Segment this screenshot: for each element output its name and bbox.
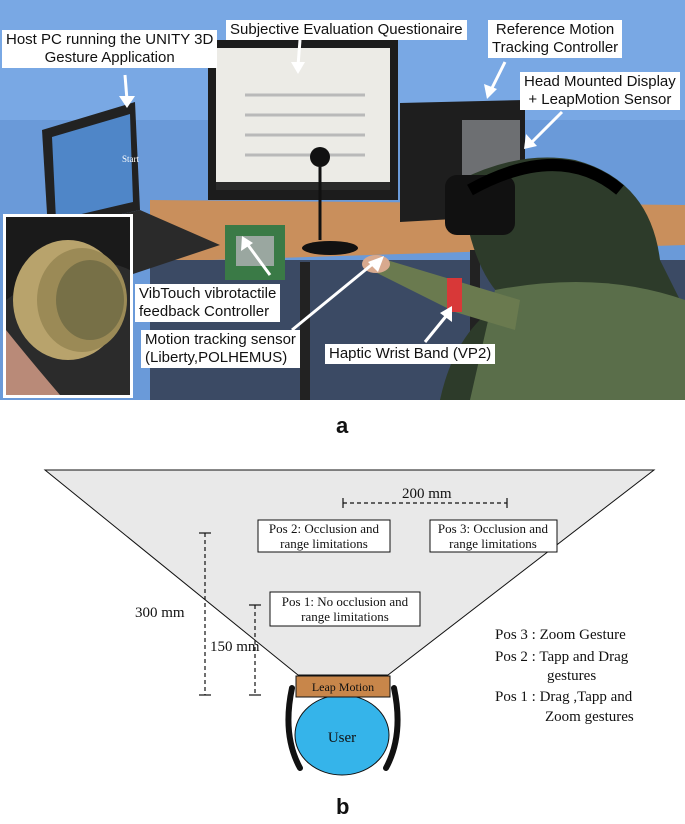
position-diagram: 200 mm 300 mm 150 mm Pos 2: Occlusion an…	[43, 469, 656, 776]
arrow-controller	[490, 61, 507, 89]
pos3-box	[429, 519, 558, 553]
label-motion-sensor: Motion tracking sensor (Liberty,POLHEMUS…	[141, 330, 300, 368]
laptop-start-text: Start	[122, 154, 139, 164]
pos1-line1: Pos 1: No occlusion and	[282, 594, 409, 609]
panel-b-letter: b	[336, 794, 350, 819]
pos1-box	[269, 591, 421, 627]
leap-field-of-view	[43, 469, 656, 676]
haptic-wrist-band	[447, 278, 462, 312]
label-user: User	[328, 730, 356, 746]
label-questionnaire: Subjective Evaluation Questionaire	[226, 20, 467, 40]
pos2-line1: Pos 2: Occlusion and	[269, 521, 380, 536]
arrow-wrist-band	[423, 314, 449, 343]
legend-pos1-cont: Zoom gestures	[545, 709, 634, 725]
pos2-line2: range limitations	[280, 536, 368, 551]
label-wrist-band: Haptic Wrist Band (VP2)	[325, 344, 496, 364]
label-150mm: 150 mm	[210, 639, 260, 655]
arrow-hmd	[530, 110, 564, 144]
arrow-vibtouch	[246, 244, 272, 276]
label-300mm: 300 mm	[135, 605, 185, 621]
pos3-line1: Pos 3: Occlusion and	[438, 521, 549, 536]
label-hmd: Head Mounted Display + LeapMotion Sensor	[520, 72, 680, 110]
leap-motion-device	[295, 675, 391, 698]
legend-pos2-cont: gestures	[547, 668, 596, 684]
legend-pos2: Pos 2 : Tapp and Drag	[495, 649, 629, 665]
label-200mm: 200 mm	[402, 486, 452, 502]
label-host-pc: Host PC running the UNITY 3D Gesture App…	[2, 30, 218, 68]
panel-a-letter: a	[336, 413, 349, 438]
label-leap-motion: Leap Motion	[312, 680, 374, 694]
right-arm	[383, 685, 401, 771]
pos1-line2: range limitations	[301, 609, 389, 624]
pos3-line2: range limitations	[449, 536, 537, 551]
arrow-host-pc	[123, 74, 129, 101]
label-reference-controller: Reference Motion Tracking Controller	[488, 20, 623, 58]
arrow-questionnaire	[296, 39, 302, 67]
legend-pos1: Pos 1 : Drag ,Tapp and	[495, 689, 633, 705]
head-mounted-display	[445, 175, 515, 235]
pos2-box	[257, 519, 391, 553]
arrow-motion-sensor	[291, 260, 376, 332]
left-arm	[285, 685, 303, 771]
label-vibtouch: VibTouch vibrotactile feedback Controlle…	[135, 284, 281, 322]
legend-pos3: Pos 3 : Zoom Gesture	[495, 627, 626, 643]
